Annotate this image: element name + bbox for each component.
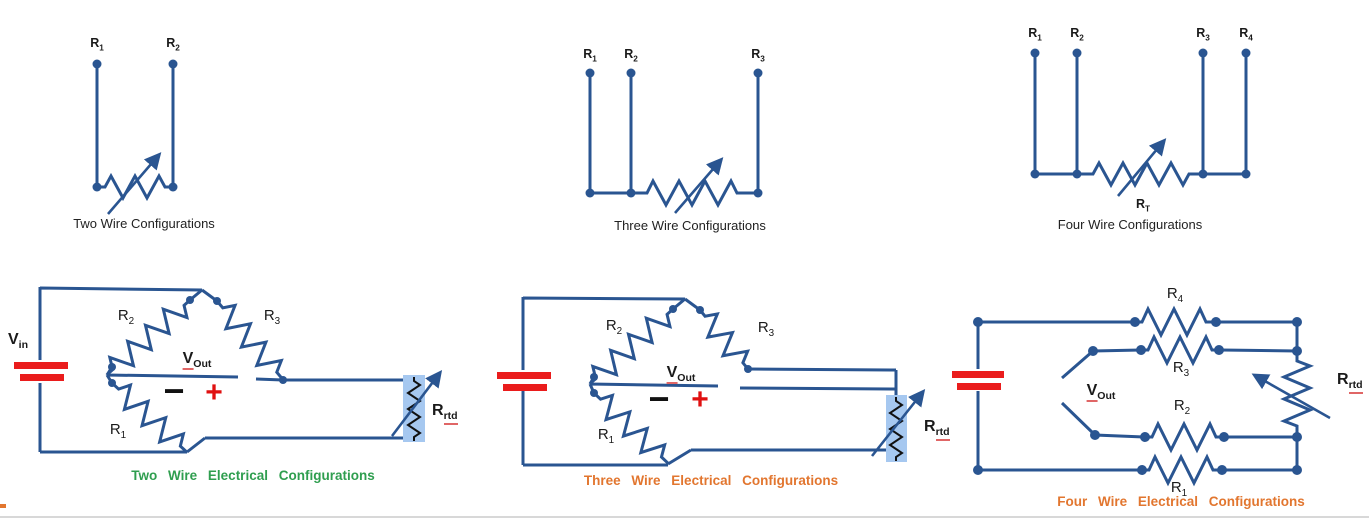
r1-label: R1 [1170,479,1188,499]
r3-label: R3 [1172,359,1190,379]
r3-label: R3 [757,319,775,339]
two-wire-caption: Two Wire Configurations [73,216,215,231]
variable-arrow-icon [674,157,724,214]
terminal-label-r1: R1 [90,36,104,53]
vin-label: Vin [8,331,29,352]
r2-label: R2 [605,317,623,337]
rtd-resistor-zigzag [95,174,175,200]
terminal-label-r2: R2 [624,47,638,64]
plus-sign: + [205,376,223,409]
junction-dots [585,68,763,198]
terminal-label-r4: R4 [1239,26,1253,43]
r4-label: R4 [1166,285,1184,305]
r1-label: R1 [109,421,127,441]
two-wire-bridge-diagram [14,286,443,462]
resistor-r4 [1133,307,1217,337]
vout-label: VOut [182,350,212,371]
terminal-label-r1: R1 [583,47,597,64]
junction-dots [1030,48,1251,179]
two-wire-electrical-caption: Two Wire Electrical Configurations [131,468,375,483]
resistor-r3 [689,301,758,378]
minus-sign: − [648,378,670,419]
battery-icon [497,372,551,391]
r3-label: R3 [263,307,281,327]
vout-label: VOut [1086,382,1116,403]
junction-dots [590,305,752,397]
four-wire-config-diagram [1030,48,1251,197]
bottom-divider [0,516,1369,518]
r1-label: R1 [597,426,615,446]
three-wire-caption: Three Wire Configurations [614,218,766,233]
junction-dots [108,296,287,387]
three-wire-electrical-caption: Three Wire Electrical Configurations [583,473,839,488]
variable-arrow-icon [1251,373,1331,420]
four-wire-bridge-diagram [952,307,1331,485]
terminal-label-r3: R3 [1196,26,1210,43]
terminal-label-r1: R1 [1028,26,1042,43]
stray-mark [0,504,6,508]
r2-label: R2 [117,307,135,327]
junction-dots [92,59,178,192]
battery-icon [14,362,68,381]
rrtd-label: Rrtd [924,418,950,442]
terminal-label-r2: R2 [1070,26,1084,43]
rtd-resistor-zigzag [1083,161,1199,187]
rrtd-label: Rrtd [432,402,458,426]
battery-icon [952,371,1004,390]
variable-arrow-icon [1117,138,1167,197]
terminal-label-r2: R2 [166,36,180,53]
plus-sign: + [691,383,709,416]
rrtd-label: Rrtd [1337,371,1363,395]
three-wire-config-diagram [585,68,763,214]
four-wire-electrical-caption: Four Wire Electrical Configurations [1057,494,1305,509]
resistor-r2 [1143,422,1227,452]
rt-label: RT [1135,197,1151,214]
two-wire-config-diagram [92,59,178,215]
variable-arrow-icon [107,152,162,215]
variable-arrow-icon [390,369,443,437]
vout-label: VOut [666,364,696,385]
three-wire-bridge-diagram [497,296,926,473]
terminal-label-r3: R3 [751,47,765,64]
four-wire-caption: Four Wire Configurations [1057,217,1203,232]
junction-dots [973,317,1302,475]
minus-sign: − [163,370,185,411]
variable-arrow-icon [870,389,926,457]
r2-label: R2 [1173,397,1191,417]
